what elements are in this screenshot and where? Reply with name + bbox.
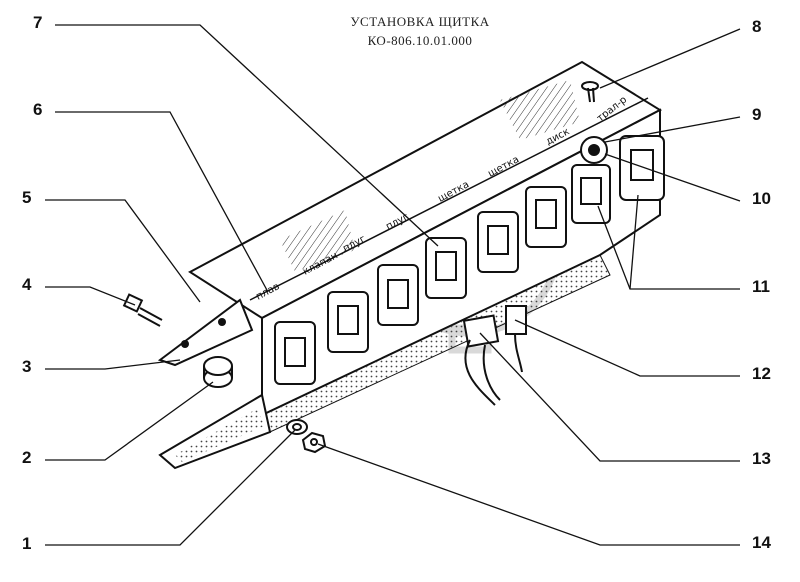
side-plate xyxy=(157,298,254,367)
switch-1 xyxy=(274,321,316,385)
callout-14: 14 xyxy=(752,533,771,552)
drawing-title: УСТАНОВКА ЩИТКА xyxy=(350,14,490,29)
callout-10: 10 xyxy=(752,189,771,208)
spacer-bushing xyxy=(203,356,233,388)
callout-7: 7 xyxy=(33,13,43,32)
callout-2: 2 xyxy=(22,448,32,467)
top-bolt xyxy=(581,81,599,103)
leader-lines xyxy=(45,24,741,546)
callout-12: 12 xyxy=(752,364,771,383)
switch-7 xyxy=(571,164,611,224)
callout-13: 13 xyxy=(752,449,771,468)
switch-3 xyxy=(377,264,419,326)
indicator-lamp xyxy=(580,136,608,164)
switch-2 xyxy=(327,291,369,353)
callout-8: 8 xyxy=(752,17,762,36)
mounting-bracket xyxy=(158,393,272,470)
callout-6: 6 xyxy=(33,100,43,119)
callout-9: 9 xyxy=(752,105,762,124)
drawing-part-number: КО-806.10.01.000 xyxy=(367,33,473,48)
callout-3: 3 xyxy=(22,357,32,376)
callout-1: 1 xyxy=(22,534,32,553)
switch-8 xyxy=(619,135,665,201)
switch-5 xyxy=(477,211,519,273)
callout-5: 5 xyxy=(22,188,32,207)
callout-4: 4 xyxy=(22,275,32,294)
callout-11: 11 xyxy=(752,277,770,296)
switch-4 xyxy=(425,237,467,299)
switch-row xyxy=(274,135,665,385)
washer xyxy=(286,419,308,435)
screw xyxy=(122,293,163,327)
switch-6 xyxy=(525,186,567,248)
nut xyxy=(301,431,327,454)
